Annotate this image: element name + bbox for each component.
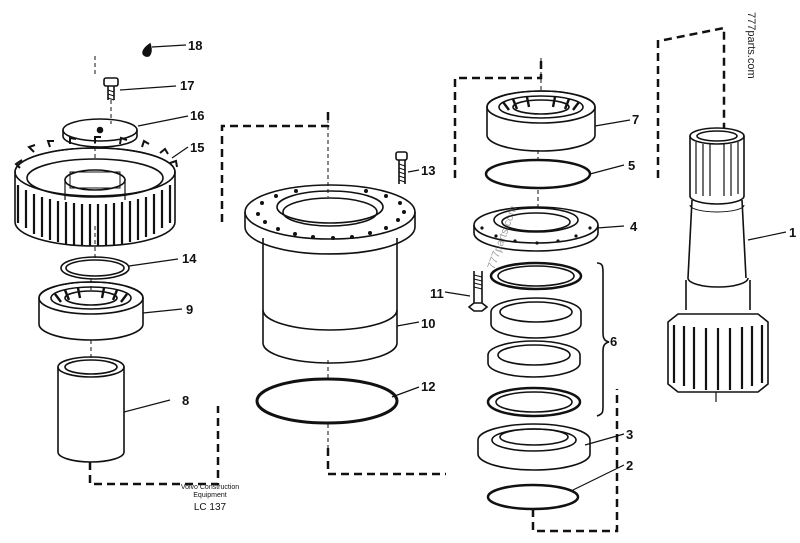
part-11-bolt <box>467 271 489 312</box>
callout-12: 12 <box>421 379 435 394</box>
right-assembly-bracket <box>656 26 726 180</box>
callout-2: 2 <box>626 458 633 473</box>
corner-watermark: 777parts.com <box>745 12 757 79</box>
part-3-seal <box>477 423 591 471</box>
part-7-bearing <box>486 90 596 152</box>
callout-11: 11 <box>430 286 444 301</box>
callout-17: 17 <box>180 78 194 93</box>
callout-8: 8 <box>182 393 189 408</box>
part-5-snap-ring <box>484 158 592 190</box>
part-1-pinion-shaft <box>667 127 769 402</box>
callout-3: 3 <box>626 427 633 442</box>
part-15-spur-gear <box>14 136 178 247</box>
maker-name-line2: Equipment <box>193 492 227 499</box>
part-6-brace <box>596 262 610 417</box>
callout-15: 15 <box>190 140 204 155</box>
center-assembly-bracket <box>220 112 446 476</box>
part-12-o-ring <box>255 377 399 425</box>
part-16-thrust-washer <box>62 118 138 148</box>
callout-6: 6 <box>610 334 617 349</box>
callout-13: 13 <box>421 163 435 178</box>
leader-lines <box>119 44 787 491</box>
right-center-axis-line <box>537 58 542 210</box>
callout-5: 5 <box>628 158 635 173</box>
part-13-bolt <box>395 151 408 184</box>
part-6-seal-set <box>486 261 583 418</box>
maker-name-line1: Volvo Construction <box>181 484 239 491</box>
callout-14: 14 <box>182 251 197 266</box>
callout-9: 9 <box>186 302 193 317</box>
part-9-bearing <box>38 281 144 341</box>
right-center-assembly-bracket <box>453 58 619 533</box>
callout-4: 4 <box>630 219 638 234</box>
part-18-lubricant-drop <box>142 42 152 57</box>
callout-18: 18 <box>188 38 202 53</box>
part-14-snap-ring <box>60 256 130 280</box>
drawing-code: LC 137 <box>194 502 227 513</box>
left-assembly-bracket <box>88 406 220 486</box>
left-axis-line <box>90 56 112 360</box>
part-10-gear-housing <box>244 184 416 364</box>
part-17-bolt <box>103 77 119 101</box>
callout-1: 1 <box>789 225 796 240</box>
part-2-o-ring <box>486 483 580 511</box>
callout-16: 16 <box>190 108 204 123</box>
callout-10: 10 <box>421 316 435 331</box>
part-4-bearing-retainer <box>473 206 599 252</box>
callout-7: 7 <box>632 112 639 127</box>
part-8-bushing <box>57 356 125 463</box>
